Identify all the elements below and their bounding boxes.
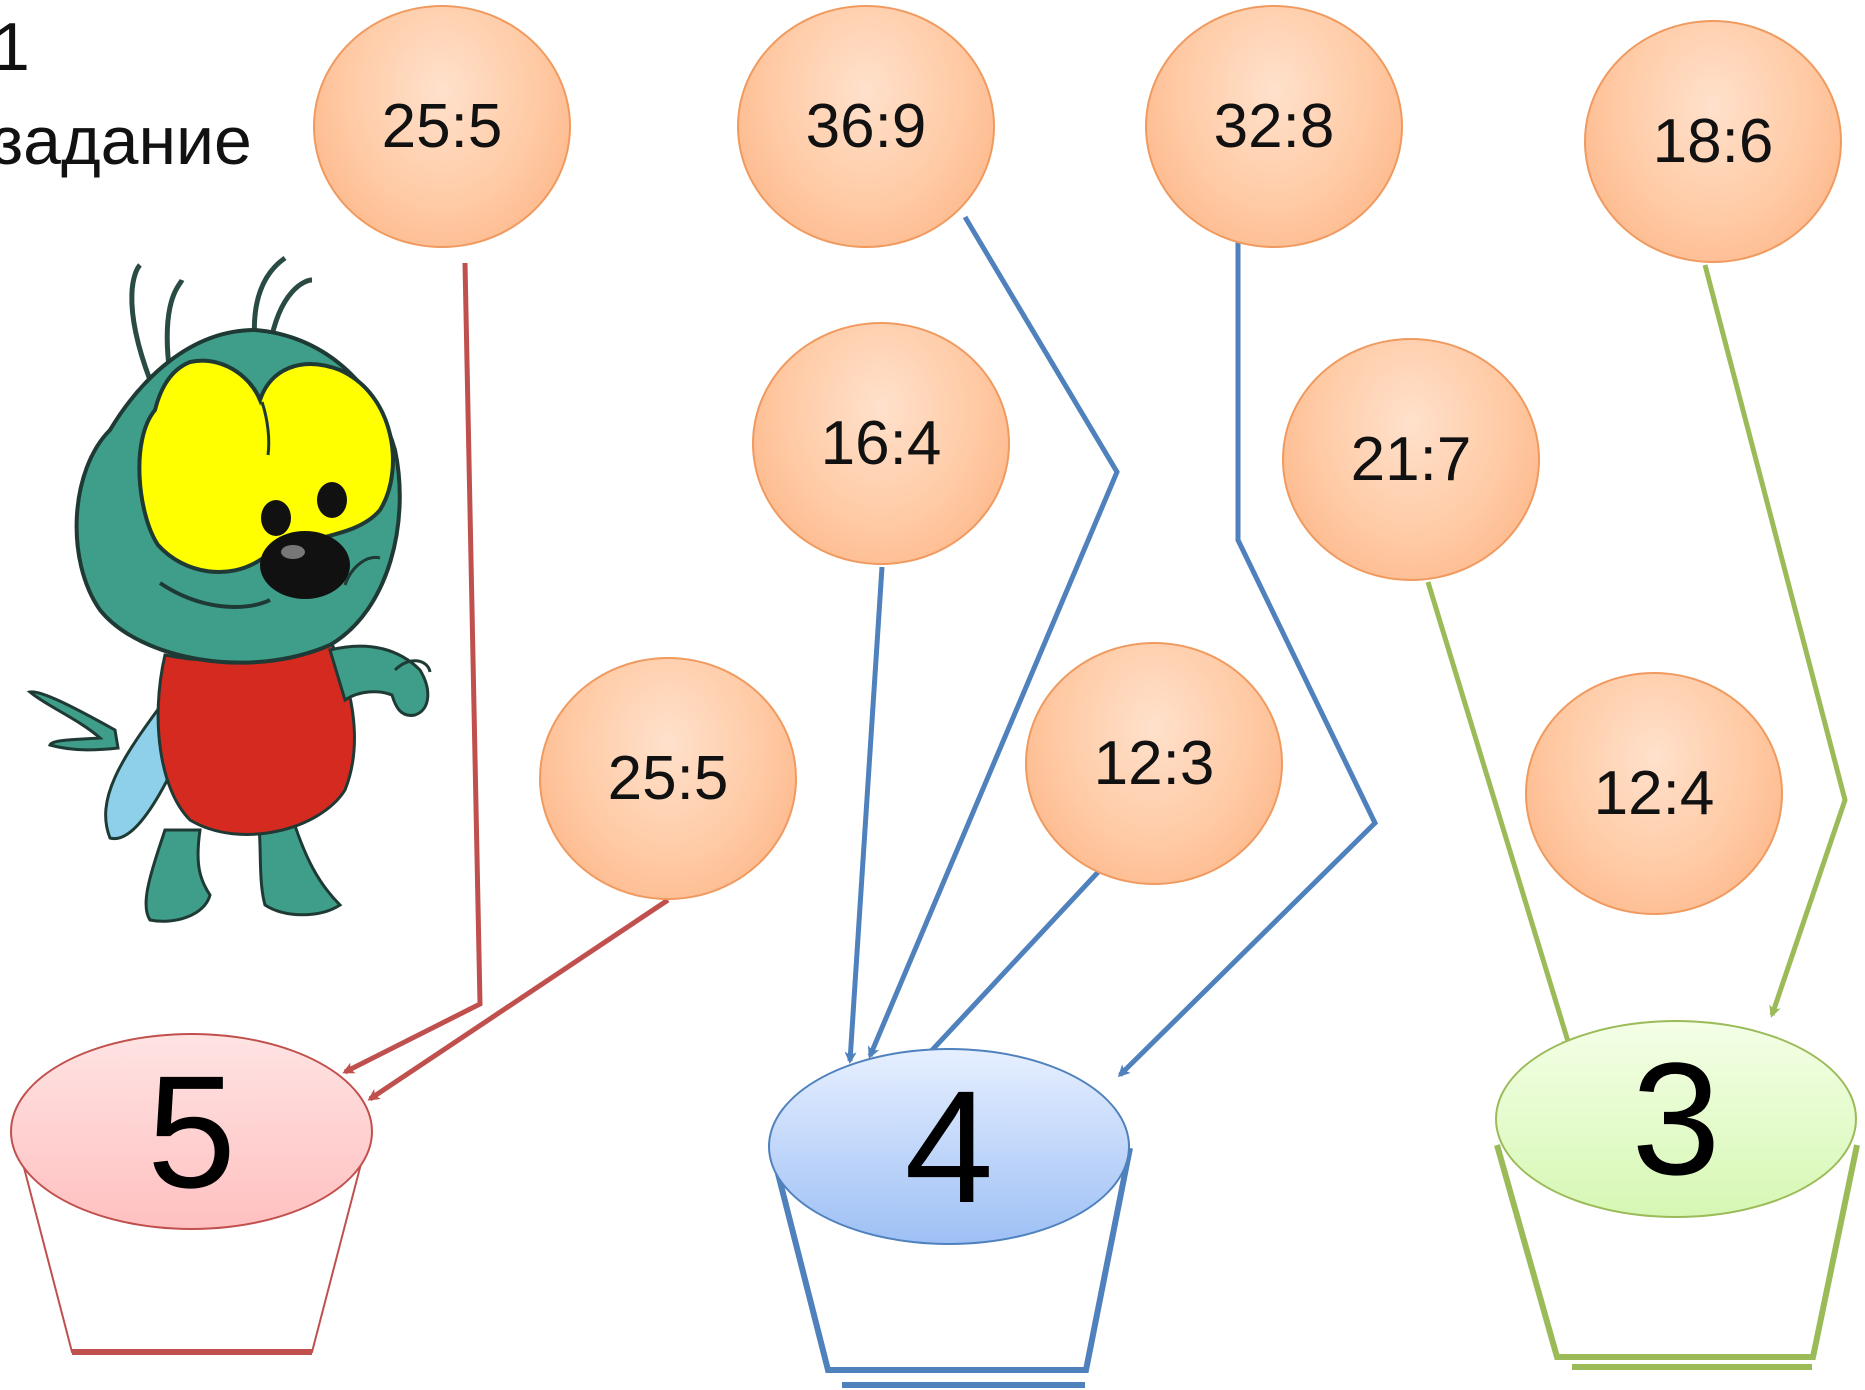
task-heading: 1 задание bbox=[0, 0, 330, 188]
ball-25-5-top[interactable]: 25:5 bbox=[313, 5, 571, 248]
basket-5-answer[interactable]: 5 bbox=[10, 1033, 373, 1230]
connector-21-7 bbox=[1425, 581, 1574, 1051]
basket-3-answer[interactable]: 3 bbox=[1495, 1020, 1857, 1218]
cartoon-green-bug-icon bbox=[26, 255, 432, 923]
basket-5-body bbox=[21, 1159, 363, 1355]
basket-4-body bbox=[769, 1147, 1133, 1388]
connector-25-5-bottom bbox=[367, 897, 670, 1102]
basket-4-answer[interactable]: 4 bbox=[768, 1048, 1130, 1245]
connector-25-5-top bbox=[342, 262, 483, 1075]
ball-12-4[interactable]: 12:4 bbox=[1525, 672, 1783, 915]
connector-32-8 bbox=[1117, 233, 1379, 1078]
task-word: задание bbox=[0, 103, 252, 179]
connectors-to-basket-3 bbox=[1425, 264, 1848, 1051]
connector-16-4 bbox=[844, 566, 885, 1064]
ball-21-7[interactable]: 21:7 bbox=[1282, 338, 1540, 581]
task-number: 1 bbox=[0, 9, 30, 85]
ball-25-5-bottom[interactable]: 25:5 bbox=[539, 657, 797, 900]
ball-16-4[interactable]: 16:4 bbox=[752, 322, 1010, 565]
connector-18-6 bbox=[1702, 264, 1848, 1018]
ball-18-6[interactable]: 18:6 bbox=[1584, 20, 1842, 263]
basket-3-body bbox=[1494, 1144, 1860, 1370]
ball-32-8[interactable]: 32:8 bbox=[1145, 5, 1403, 248]
connectors-to-basket-5 bbox=[342, 262, 670, 1102]
ball-36-9[interactable]: 36:9 bbox=[737, 5, 995, 248]
connector-36-9 bbox=[867, 215, 1120, 1059]
ball-12-3[interactable]: 12:3 bbox=[1025, 642, 1283, 885]
